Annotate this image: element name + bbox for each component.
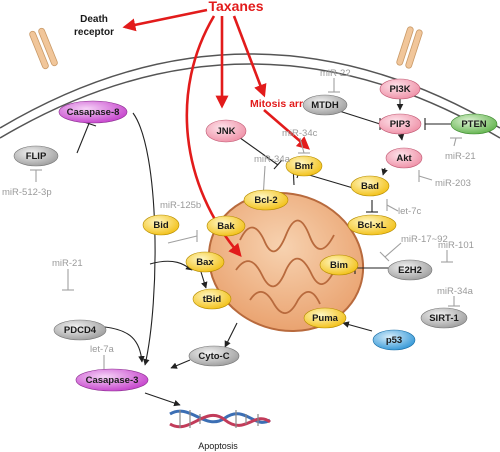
node-bcl2: Bcl-2: [243, 189, 289, 211]
casapase8-label: Casapase-8: [67, 107, 120, 118]
mtdh-label: MTDH: [311, 100, 339, 111]
node-pi3k: PI3K: [379, 78, 421, 100]
bid-label: Bid: [153, 220, 169, 231]
bmf-label: Bmf: [295, 161, 314, 172]
growth-receptor-icon: [396, 26, 423, 69]
node-pdcd4: PDCD4: [53, 319, 107, 341]
node-bak: Bak: [206, 215, 246, 237]
tbid-label: tBid: [203, 294, 222, 305]
pi3k-label: PI3K: [389, 84, 410, 95]
node-pten: PTEN: [450, 113, 498, 135]
mirna-label-21-left: miR-21: [52, 258, 83, 269]
apoptosis-label: Apoptosis: [198, 441, 238, 451]
bax-label: Bax: [196, 257, 214, 268]
pdcd4-label: PDCD4: [64, 325, 97, 336]
bad-label: Bad: [361, 181, 379, 192]
mirna-label-21-right: miR-21: [445, 151, 476, 162]
bak-label: Bak: [217, 221, 235, 232]
pten-label: PTEN: [461, 119, 486, 130]
mirna-label-512-3p: miR-512-3p: [2, 187, 52, 198]
mirna-label-22: miR-22: [320, 68, 351, 79]
node-akt: Akt: [385, 147, 423, 169]
cell-membrane: [0, 53, 500, 139]
sirt1-label: SIRT-1: [429, 313, 459, 324]
node-bad: Bad: [350, 175, 390, 197]
puma-label: Puma: [312, 313, 339, 324]
bim-label: Bim: [330, 260, 348, 271]
p53-label: p53: [386, 335, 402, 346]
node-casapase8: Casapase-8: [58, 100, 128, 124]
node-tbid: tBid: [192, 288, 232, 310]
cytoc-label: Cyto-C: [198, 351, 229, 362]
taxanes-label: Taxanes: [209, 0, 264, 14]
mirna-label-101: miR-101: [438, 240, 474, 251]
death-receptor-icon: [29, 27, 58, 70]
mirna-label-34c: miR-34c: [282, 128, 318, 139]
node-sirt1: SIRT-1: [420, 307, 468, 329]
node-e2h2: E2H2: [387, 259, 433, 281]
mirna-label-125b: miR-125b: [160, 200, 201, 211]
mitochondrion-icon: [207, 191, 365, 333]
node-puma: Puma: [303, 307, 347, 329]
node-bclxl: Bcl-xL: [347, 214, 397, 236]
node-cytoc: Cyto-C: [188, 345, 240, 367]
mirna-label-203: miR-203: [435, 178, 471, 189]
mirna-label-34a-bottom: miR-34a: [437, 286, 474, 297]
node-mtdh: MTDH: [302, 94, 348, 116]
bcl2-label: Bcl-2: [254, 195, 277, 206]
flip-label: FLIP: [26, 151, 47, 162]
e2h2-label: E2H2: [398, 265, 422, 276]
mirna-label-17-92: miR-17~92: [401, 234, 448, 245]
node-flip: FLIP: [13, 145, 59, 167]
death-receptor-label-line1: Death: [80, 14, 108, 25]
casapase3-label: Casapase-3: [86, 375, 139, 386]
jnk-label: JNK: [216, 126, 235, 137]
mirna-label-34a-top: miR-34a: [254, 154, 291, 165]
death-receptor-label-line2: receptor: [74, 27, 114, 38]
mirna-label-let7a: let-7a: [90, 344, 114, 355]
node-jnk: JNK: [205, 119, 247, 143]
dna-icon: [169, 409, 271, 429]
node-bmf: Bmf: [285, 155, 323, 177]
node-bid: Bid: [142, 214, 180, 236]
mitosis-arrest-label: Mitosis arrest: [250, 98, 319, 110]
mirna-label-let7c: let-7c: [398, 206, 421, 217]
node-p53: p53: [372, 329, 416, 351]
node-bim: Bim: [319, 254, 359, 276]
pip3-label: PIP3: [390, 119, 411, 130]
node-pip3: PIP3: [378, 113, 422, 135]
akt-label: Akt: [396, 153, 412, 164]
bclxl-label: Bcl-xL: [357, 220, 386, 231]
node-bax: Bax: [185, 251, 225, 273]
node-casapase3: Casapase-3: [75, 368, 149, 392]
